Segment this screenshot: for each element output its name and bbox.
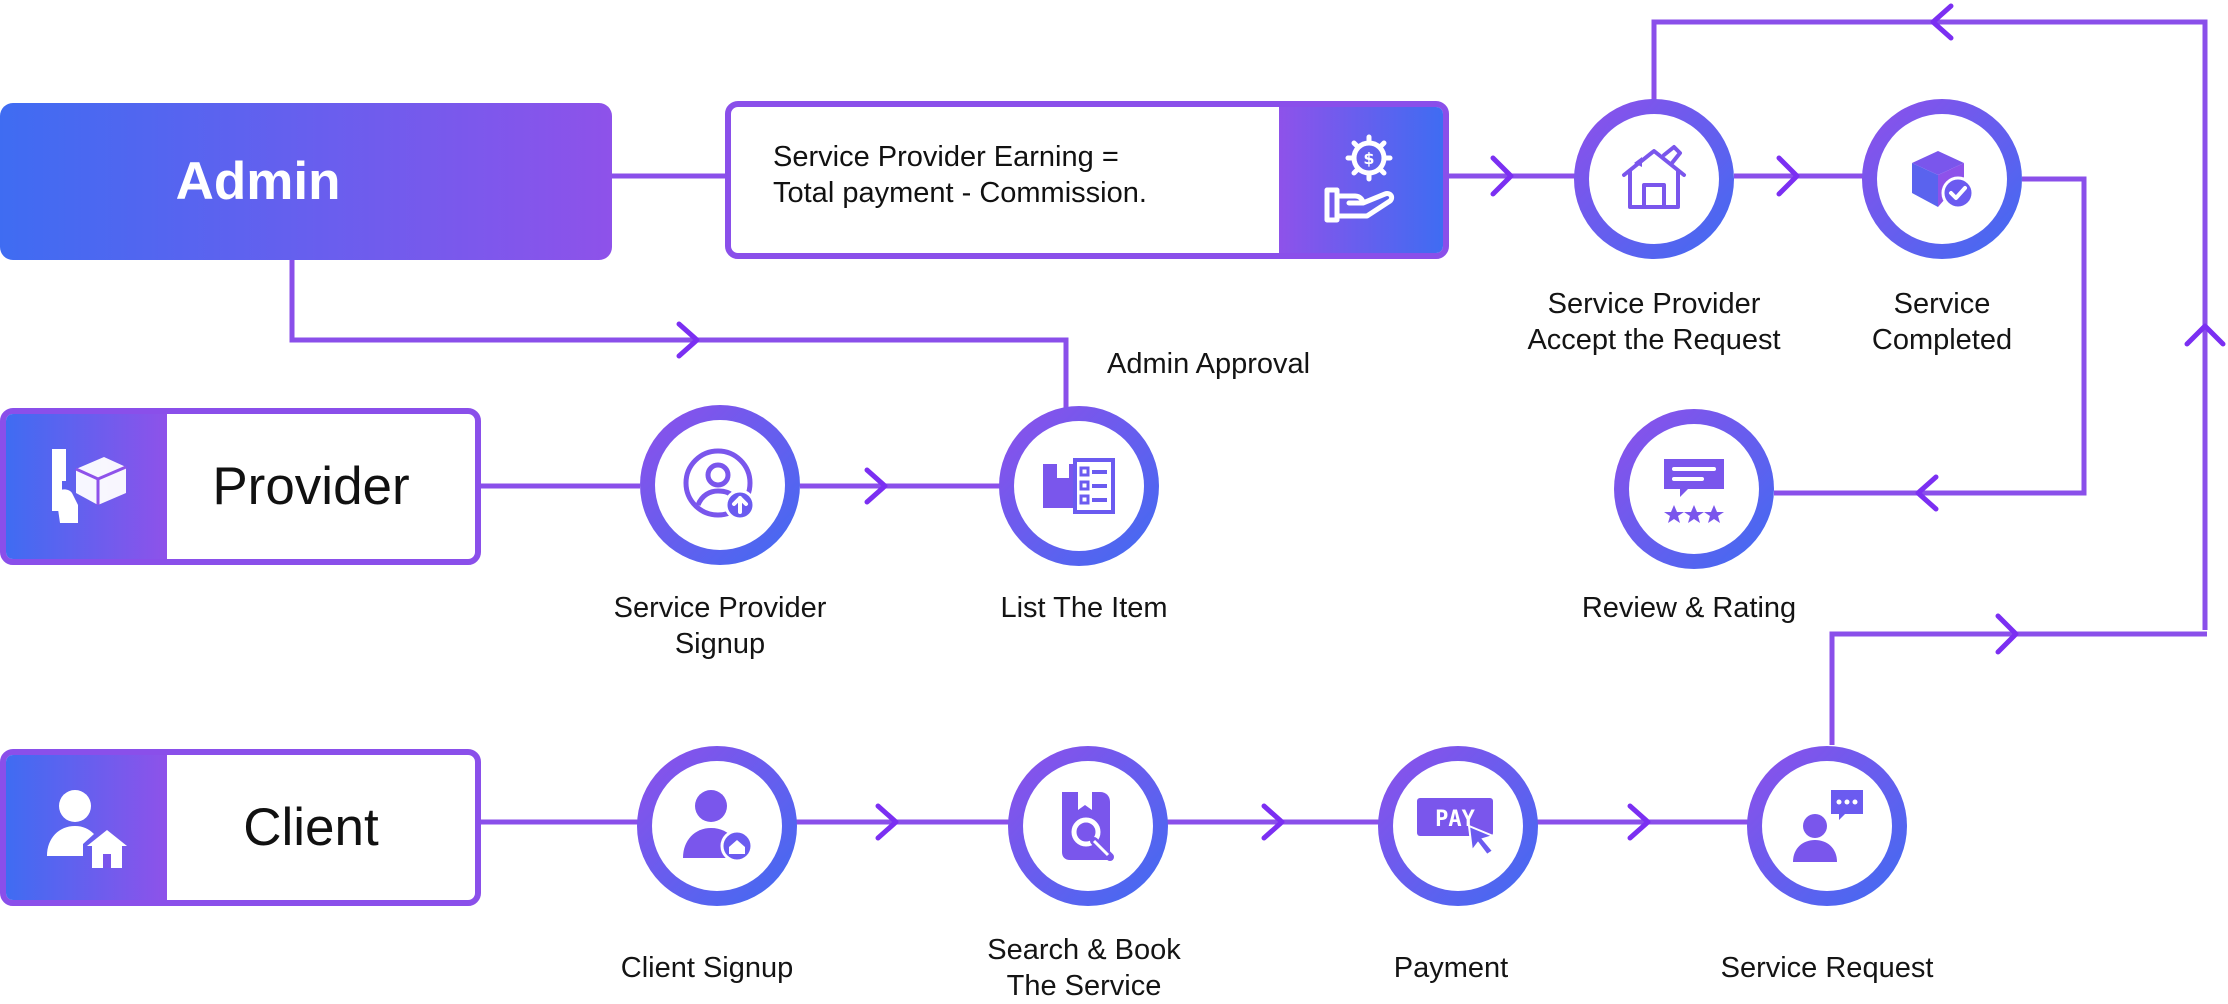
house-tools-icon xyxy=(1589,114,1719,244)
client-signup-caption-line1: Client Signup xyxy=(620,952,794,984)
search-book-icon xyxy=(1023,761,1153,891)
client-box: Client xyxy=(0,749,481,906)
accept-request-caption-line1: Service Provider xyxy=(1547,288,1761,320)
provider-box: Provider xyxy=(0,408,481,565)
client-label: Client xyxy=(243,798,379,857)
client-signup-node xyxy=(637,746,797,906)
svg-text:$: $ xyxy=(1363,149,1374,168)
accept-request-caption: Service Provider Accept the Request xyxy=(1504,286,1804,358)
service-completed-caption: Service Completed xyxy=(1792,286,2092,358)
arrow-right xyxy=(864,467,888,505)
user-home-badge-icon xyxy=(652,761,782,891)
delivery-hand-box-icon xyxy=(6,414,167,559)
payment-caption-line1: Payment xyxy=(1393,952,1509,984)
arrow-right xyxy=(1261,803,1285,841)
review-rating-node xyxy=(1614,409,1774,569)
accept-request-caption-line2: Accept the Request xyxy=(1527,324,1781,356)
rating-stars-icon xyxy=(1629,424,1759,554)
connector-completed-review xyxy=(1774,176,2087,496)
earning-formula: Service Provider Earning = Total payment… xyxy=(731,107,1279,253)
list-item-caption-line1: List The Item xyxy=(1000,592,1168,624)
provider-signup-node xyxy=(640,405,800,565)
list-item-caption: List The Item xyxy=(934,590,1234,626)
accept-request-node xyxy=(1574,99,1734,259)
earning-formula-box: Service Provider Earning = Total payment… xyxy=(725,101,1449,259)
payment-node: PAY xyxy=(1378,746,1538,906)
admin-box: Admin xyxy=(0,103,612,260)
search-book-caption: Search & Book The Service xyxy=(934,932,1234,1004)
arrow-right xyxy=(1490,155,1514,197)
review-rating-caption: Review & Rating xyxy=(1539,590,1839,626)
arrow-right xyxy=(1995,613,2019,655)
arrow-right xyxy=(1627,803,1651,841)
box-list-icon xyxy=(1014,421,1144,551)
admin-label: Admin xyxy=(175,152,341,211)
provider-signup-caption-line2: Signup xyxy=(674,628,766,660)
arrow-left xyxy=(1915,474,1939,512)
admin-approval-label: Admin Approval xyxy=(1107,348,1311,380)
user-chat-icon xyxy=(1762,761,1892,891)
service-completed-node xyxy=(1862,99,2022,259)
service-request-caption: Service Request xyxy=(1677,950,1977,986)
search-book-caption-line2: The Service xyxy=(1006,970,1162,1002)
arrow-left xyxy=(1930,3,1954,41)
service-completed-caption-line1: Service xyxy=(1893,288,1991,320)
service-request-node xyxy=(1747,746,1907,906)
box-check-icon xyxy=(1877,114,2007,244)
arrow-up xyxy=(2184,323,2226,347)
pay-cursor-icon: PAY xyxy=(1393,761,1523,891)
earning-formula-line1: Service Provider Earning = xyxy=(773,141,1119,173)
user-home-icon xyxy=(6,755,167,900)
review-rating-caption-line1: Review & Rating xyxy=(1581,592,1797,624)
connector-request-up xyxy=(1829,631,2207,745)
provider-label: Provider xyxy=(212,457,410,516)
payment-caption: Payment xyxy=(1301,950,1601,986)
client-signup-caption: Client Signup xyxy=(557,950,857,986)
user-upload-icon xyxy=(655,420,785,550)
provider-signup-caption: Service Provider Signup xyxy=(570,590,870,662)
hand-coin-gear-icon: $ xyxy=(1279,107,1443,253)
arrow-right xyxy=(1776,155,1800,197)
provider-signup-caption-line1: Service Provider xyxy=(613,592,827,624)
search-book-caption-line1: Search & Book xyxy=(987,934,1181,966)
earning-formula-line2: Total payment - Commission. xyxy=(773,177,1147,209)
service-request-caption-line1: Service Request xyxy=(1720,952,1934,984)
search-book-node xyxy=(1008,746,1168,906)
arrow-right xyxy=(875,803,899,841)
connector-admin-approval xyxy=(289,260,1069,408)
arrow-right xyxy=(676,321,700,359)
service-completed-caption-line2: Completed xyxy=(1871,324,2013,356)
list-item-node xyxy=(999,406,1159,566)
